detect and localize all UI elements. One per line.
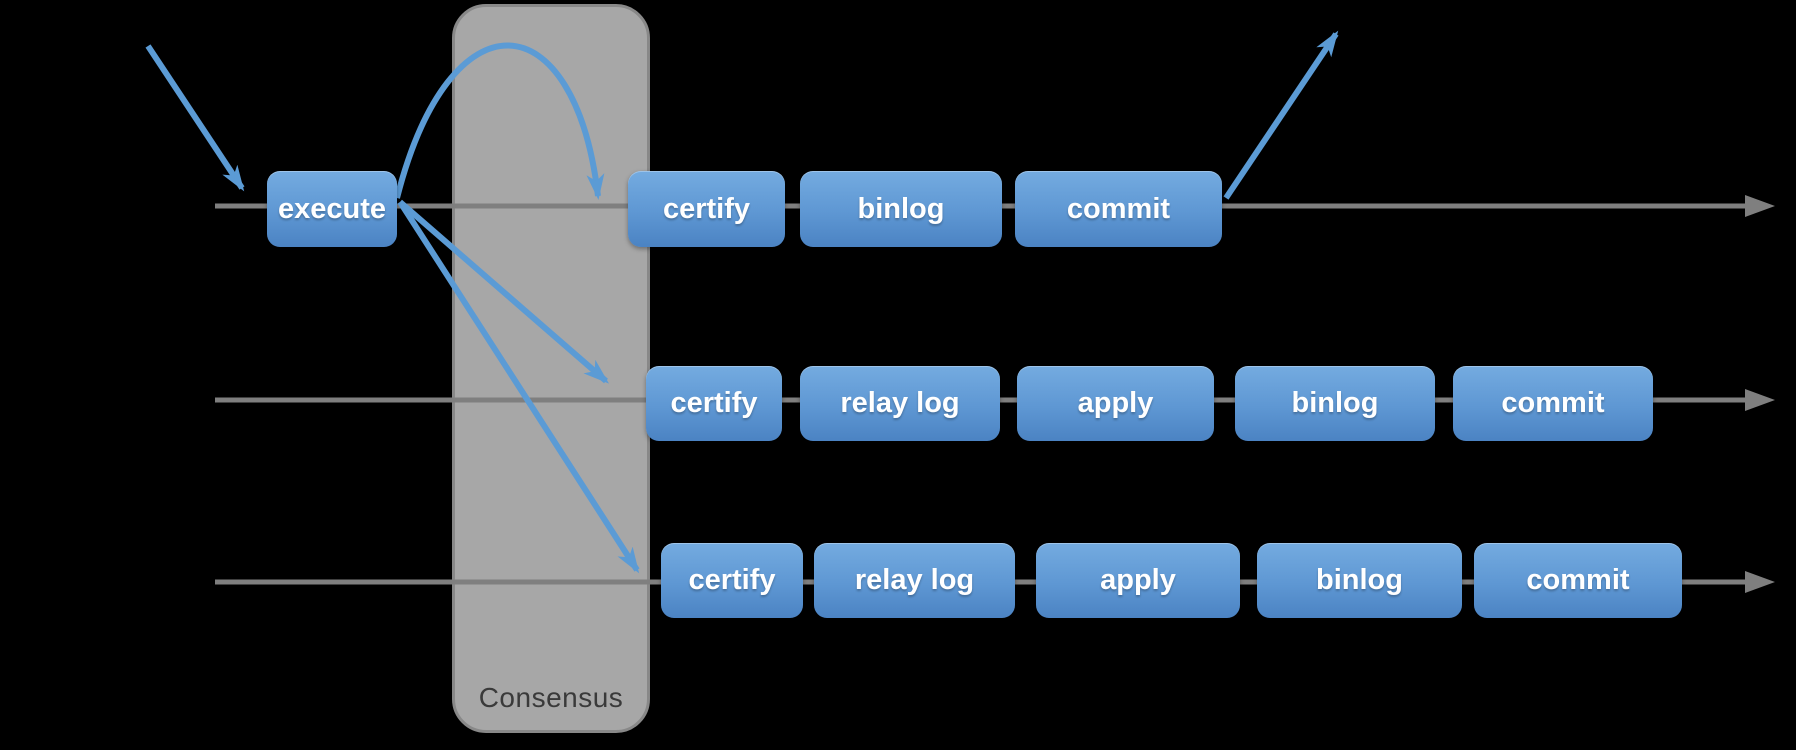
step-binlog: binlog	[1257, 543, 1462, 618]
step-label: relay log	[840, 387, 960, 419]
fanout-arrow-secondary-2	[397, 200, 640, 574]
outgoing-response-arrow	[1223, 30, 1339, 200]
step-label: apply	[1077, 387, 1154, 419]
step-commit: commit	[1453, 366, 1653, 441]
consensus-curve-arrow	[394, 42, 605, 200]
consensus-label: Consensus	[478, 682, 624, 713]
step-execute: execute	[267, 171, 397, 247]
step-relay-log: relay log	[814, 543, 1015, 618]
step-certify: certify	[661, 543, 803, 618]
step-binlog: binlog	[800, 171, 1002, 247]
step-binlog: binlog	[1235, 366, 1435, 441]
incoming-transaction-arrow	[145, 44, 245, 192]
step-label: binlog	[1291, 387, 1379, 419]
step-label: binlog	[857, 192, 945, 225]
step-label: relay log	[854, 564, 975, 596]
step-label: commit	[1066, 192, 1171, 225]
step-label: certify	[662, 192, 751, 225]
step-certify: certify	[628, 171, 785, 247]
step-apply: apply	[1036, 543, 1240, 618]
step-label: execute	[277, 192, 386, 225]
step-label: commit	[1501, 387, 1605, 419]
consensus-panel: Consensus	[452, 4, 650, 733]
step-label: apply	[1100, 564, 1176, 596]
fanout-arrow-secondary-1	[398, 199, 610, 384]
step-label: certify	[688, 564, 776, 596]
step-label: certify	[670, 387, 758, 419]
step-certify: certify	[646, 366, 782, 441]
step-relay-log: relay log	[800, 366, 1000, 441]
step-label: binlog	[1316, 564, 1403, 596]
step-apply: apply	[1017, 366, 1214, 441]
step-label: commit	[1526, 564, 1630, 596]
step-commit: commit	[1015, 171, 1222, 247]
step-commit: commit	[1474, 543, 1682, 618]
